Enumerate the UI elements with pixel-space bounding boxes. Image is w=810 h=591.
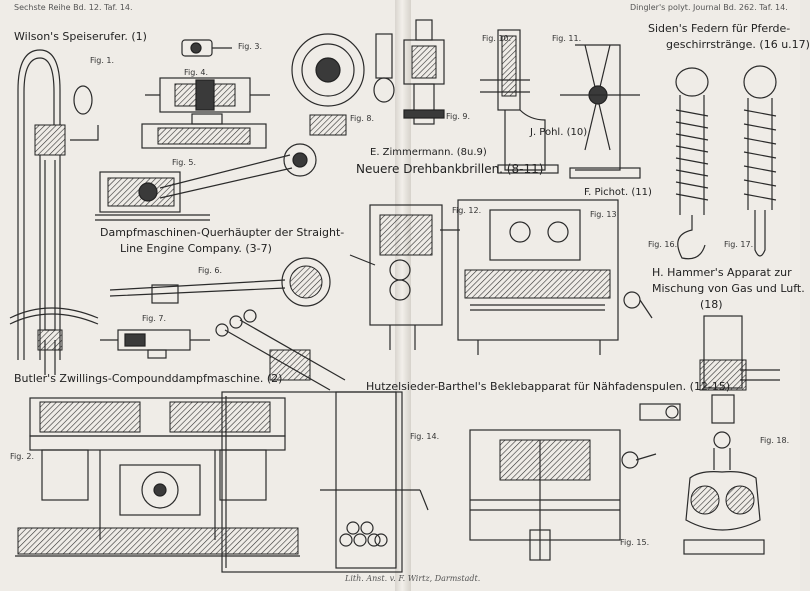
caption-siden-line1: Siden's Federn für Pferde- [648,22,791,35]
caption-dampf-line1: Dampfmaschinen-Querhäupter der Straight- [100,226,345,239]
fig7-label: Fig. 7. [142,314,167,323]
fig6-label: Fig. 6. [198,266,223,275]
fig3-label: Fig. 3. [238,42,263,51]
fig13-drawing [457,199,653,355]
fig10-label: Fig. 10. [482,34,512,43]
caption-hammer-line3: (18) [700,298,723,311]
caption-hammer-line2: Mischung von Gas und Luft. [652,282,805,295]
caption-zimmermann: E. Zimmermann. (8u.9) [370,147,487,158]
fig2-drawing [15,397,300,557]
fig5-drawing [95,143,317,221]
fig14-label: Fig. 14. [410,432,440,441]
fig6-7-drawing [100,257,331,359]
fig9-label: Fig. 9. [446,112,471,121]
fig12-drawing [349,204,460,350]
fig12-label: Fig. 12. [452,206,482,215]
fig8-label: Fig. 8. [350,114,375,123]
caption-hammer-line1: H. Hammer's Apparat zur [652,266,792,279]
caption-pohl: J. Pohl. (10) [530,127,588,138]
caption-pichot: F. Pichot. (11) [584,187,652,198]
fig1-label: Fig. 1. [90,56,115,65]
fig15-drawing [469,429,657,561]
caption-drehbank: Neuere Drehbankbrillen. (8-11) [356,162,544,176]
fig16-label: Fig. 16. [648,240,678,249]
fig18-drawing [639,315,780,555]
plate-header-right: Dingler's polyt. Journal Bd. 262. Taf. 1… [630,3,788,12]
plate-header-left: Sechste Reihe Bd. 12. Taf. 14. [14,3,133,12]
fig3-4-drawing [141,39,270,149]
caption-siden-line2: geschirrstränge. (16 u.17) [666,38,810,51]
fig11-drawing [560,44,641,179]
fig16-17-drawing [675,65,777,260]
book-spine [395,0,411,591]
fig9-drawing [403,19,445,125]
fig2-label: Fig. 2. [10,452,35,461]
fig13-label: Fig. 13. [590,210,620,219]
fig4-label: Fig. 4. [184,68,209,77]
caption-hutzelsieder: Hutzelsieder-Barthel's Beklebapparat für… [366,380,731,393]
fig8-drawing [291,33,395,136]
fig14-drawing [215,309,429,573]
fig17-label: Fig. 17. [724,240,754,249]
fig15-label: Fig. 15. [620,538,650,547]
fig11-label: Fig. 11. [552,34,582,43]
fig5-label: Fig. 5. [172,158,197,167]
fig18-label: Fig. 18. [760,436,790,445]
fig1-drawing [9,49,99,375]
caption-wilson: Wilson's Speiserufer. (1) [14,30,147,43]
fig10-drawing [480,29,559,174]
caption-dampf-line2: Line Engine Company. (3-7) [120,242,272,255]
caption-butler: Butler's Zwillings-Compounddampfmaschine… [14,372,283,385]
lithographer-credit: Lith. Anst. v. F. Wirtz, Darmstadt. [345,574,481,583]
